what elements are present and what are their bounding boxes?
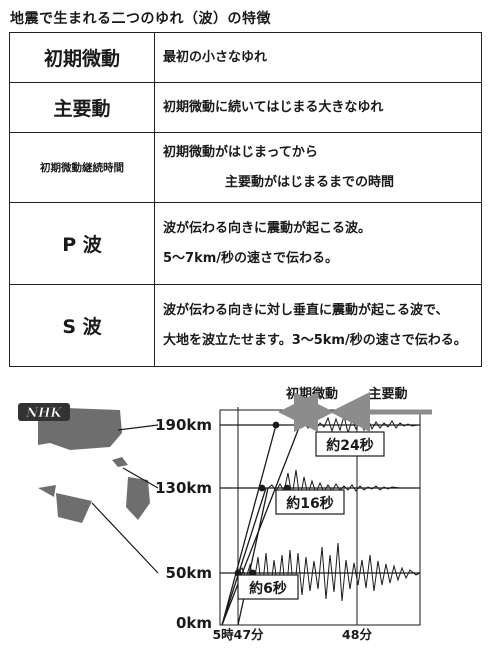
wave-terms-table: 初期微動 最初の小さなゆれ 主要動 初期微動に続いてはじまる大きなゆれ 初期微動… bbox=[9, 32, 482, 367]
distance-label-130: 130km bbox=[155, 479, 212, 497]
s-wave-line bbox=[221, 424, 301, 626]
distance-label-0: 0km bbox=[176, 614, 212, 632]
duration-label-190: 約24秒 bbox=[326, 437, 373, 454]
seismogram-trace-50 bbox=[237, 542, 421, 602]
term-cell: S 波 bbox=[9, 284, 155, 367]
p-wave-line bbox=[221, 424, 277, 626]
duration-box-50 bbox=[237, 574, 299, 600]
seismogram-trace-130 bbox=[267, 469, 420, 501]
term-cell: 初期微動継続時間 bbox=[9, 132, 155, 203]
time-guide-line bbox=[237, 487, 269, 626]
desc-line: 5～7km/秒の速さで伝わる。 bbox=[163, 250, 339, 266]
desc-line: 大地を波立たせます。3～5km/秒の速さで伝わる。 bbox=[163, 332, 467, 348]
distance-label-190: 190km bbox=[155, 416, 212, 434]
pointer-line bbox=[117, 424, 159, 431]
arrival-dot bbox=[296, 421, 304, 429]
table-row: 初期微動 最初の小さなゆれ bbox=[9, 32, 482, 83]
duration-label-130: 約16秒 bbox=[286, 495, 333, 512]
map-area: NHK bbox=[18, 403, 159, 574]
legend-initial-tremor: 初期微動 bbox=[286, 386, 338, 402]
table-row: 初期微動継続時間 初期微動がはじまってから 主要動がはじまるまでの時間 bbox=[9, 132, 482, 203]
seismogram-figure: NHK 190km 130km 50km 0km 約24秒 約16秒 約6秒 初… bbox=[18, 386, 432, 642]
desc-cell: 波が伝わる向きに震動が起こる波。 5～7km/秒の速さで伝わる。 bbox=[154, 202, 482, 285]
desc-line: 初期微動がはじまってから bbox=[163, 144, 318, 160]
duration-box-130 bbox=[275, 489, 345, 515]
map-island bbox=[38, 485, 56, 497]
map-island bbox=[56, 493, 92, 523]
desc-cell: 初期微動に続いてはじまる大きなゆれ bbox=[154, 82, 482, 133]
term-cell: 主要動 bbox=[9, 82, 155, 133]
duration-label-50: 約6秒 bbox=[249, 580, 287, 597]
duration-box-190 bbox=[315, 431, 385, 457]
term-cell: P 波 bbox=[9, 202, 155, 285]
desc-line: 主要動がはじまるまでの時間 bbox=[225, 174, 395, 190]
desc-line: 波が伝わる向きに対し垂直に震動が起こる波で、 bbox=[163, 302, 449, 318]
map-island bbox=[126, 477, 150, 520]
desc-cell: 波が伝わる向きに対し垂直に震動が起こる波で、 大地を波立たせます。3～5km/秒… bbox=[154, 284, 482, 367]
legend-main-tremor: 主要動 bbox=[368, 386, 407, 402]
nhk-logo: NHK bbox=[25, 406, 62, 421]
term-cell: 初期微動 bbox=[9, 32, 155, 83]
time-label-start: 5時47分 bbox=[212, 627, 264, 642]
table-row: S 波 波が伝わる向きに対し垂直に震動が起こる波で、 大地を波立たせます。3～5… bbox=[9, 284, 482, 367]
pointer-line bbox=[91, 502, 159, 574]
pointer-line bbox=[122, 467, 159, 489]
s-wave-line-inner bbox=[221, 487, 267, 626]
desc-cell: 初期微動がはじまってから 主要動がはじまるまでの時間 bbox=[154, 132, 482, 203]
time-label-next: 48分 bbox=[342, 627, 372, 642]
desc-line: 最初の小さなゆれ bbox=[163, 49, 268, 65]
nhk-logo-box bbox=[18, 403, 70, 421]
table-row: 主要動 初期微動に続いてはじまる大きなゆれ bbox=[9, 82, 482, 133]
table-row: P 波 波が伝わる向きに震動が起こる波。 5～7km/秒の速さで伝わる。 bbox=[9, 202, 482, 285]
distance-label-50: 50km bbox=[166, 564, 212, 582]
map-island bbox=[112, 457, 128, 467]
desc-line: 初期微動に続いてはじまる大きなゆれ bbox=[163, 99, 384, 115]
desc-cell: 最初の小さなゆれ bbox=[154, 32, 482, 83]
desc-line: 波が伝わる向きに震動が起こる波。 bbox=[163, 220, 372, 236]
arrival-dot bbox=[272, 421, 280, 429]
arrival-dot bbox=[258, 484, 266, 492]
page-title: 地震で生まれる二つのゆれ（波）の特徴 bbox=[10, 11, 271, 27]
